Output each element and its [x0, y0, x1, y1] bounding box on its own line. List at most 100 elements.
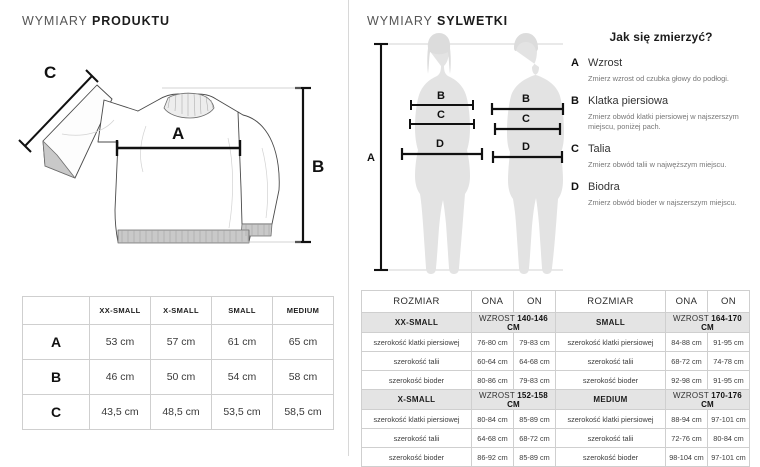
male-silhouette — [507, 33, 564, 274]
height-value: 170-176 CM — [701, 390, 742, 409]
group-size-small: SMALL — [555, 312, 666, 333]
sleeve-cuff-shape — [42, 140, 76, 179]
measure-on-hips-xs: 85-89 cm — [513, 447, 556, 467]
female-dimension-c — [409, 119, 475, 129]
group-header-row: X-SMALL WZROST 152-158 CM MEDIUM WZROST … — [361, 389, 750, 410]
sweater-left-shoulder-line — [97, 99, 139, 143]
male-dimension-d — [491, 151, 564, 163]
cell-a-small: 61 cm — [211, 324, 273, 360]
body-title-regular: WYMIARY — [367, 14, 437, 28]
guide-letter-a: A — [571, 57, 579, 69]
guide-letter-b: B — [571, 95, 579, 107]
cell-a-medium: 65 cm — [272, 324, 334, 360]
measure-on-waist-xs: 68-72 cm — [513, 428, 556, 448]
height-value: 140-146 CM — [507, 313, 548, 332]
guide-item-d: D Biodra Zmierz obwód bioder w najszersz… — [571, 181, 751, 208]
group-height-x-small: WZROST 152-158 CM — [471, 389, 556, 410]
column-header-rozmiar-right: ROZMIAR — [555, 290, 666, 313]
table-header-row: XX-SMALL X-SMALL SMALL MEDIUM — [22, 296, 334, 325]
measure-label-chest-xs: szerokość klatki piersiowej — [361, 409, 472, 429]
dimension-line-a-height — [374, 42, 388, 272]
guide-desc-a: Zmierz wzrost od czubka głowy do podłogi… — [588, 74, 729, 83]
column-header-ona-left: ONA — [471, 290, 514, 313]
column-header-ona-right: ONA — [665, 290, 708, 313]
guide-item-c: C Talia Zmierz obwód talii w najwęższym … — [571, 143, 751, 170]
measure-on-waist-m: 80-84 cm — [707, 428, 750, 448]
guide-desc-b: Zmierz obwód klatki piersiowej w najszer… — [588, 112, 739, 131]
cell-c-xx-small: 43,5 cm — [89, 394, 151, 430]
table-row: szerokość klatki piersiowej 80-84 cm 85-… — [361, 409, 750, 429]
group-size-xx-small: XX-SMALL — [361, 312, 472, 333]
measure-ona-chest-xxs: 76-80 cm — [471, 332, 514, 352]
group-height-small: WZROST 164-170 CM — [665, 312, 750, 333]
how-to-measure-title: Jak się zmierzyć? — [609, 30, 713, 44]
measure-ona-chest-m: 88-94 cm — [665, 409, 708, 429]
measure-on-hips-s: 91-95 cm — [707, 370, 750, 390]
measure-label-waist-xxs: szerokość talii — [361, 351, 472, 371]
column-header-rozmiar-left: ROZMIAR — [361, 290, 472, 313]
group-height-xx-small: WZROST 140-146 CM — [471, 312, 556, 333]
table-row: szerokość talii 64-68 cm 68-72 cm szerok… — [361, 428, 750, 448]
measure-ona-chest-s: 84-88 cm — [665, 332, 708, 352]
guide-name-a: Wzrost — [588, 57, 623, 69]
product-size-table: XX-SMALL X-SMALL SMALL MEDIUM A 53 cm 57… — [22, 296, 334, 430]
row-label-b: B — [22, 359, 90, 395]
cell-c-x-small: 48,5 cm — [150, 394, 212, 430]
row-label-a: A — [22, 324, 90, 360]
dimension-label-a-height: A — [367, 152, 375, 164]
measure-ona-hips-s: 92-98 cm — [665, 370, 708, 390]
male-dimension-b — [490, 103, 565, 115]
measure-ona-hips-xxs: 80-86 cm — [471, 370, 514, 390]
product-dimensions-panel: WYMIARY PRODUKTU — [0, 0, 348, 456]
group-header-row: XX-SMALL WZROST 140-146 CM SMALL WZROST … — [361, 312, 750, 333]
dimension-extension-lines — [162, 87, 301, 243]
male-label-b: B — [522, 93, 530, 105]
guide-desc-c: Zmierz obwód talii w najwęższym miejscu. — [588, 160, 727, 169]
height-prefix: WZROST — [479, 390, 518, 400]
female-label-d: D — [436, 138, 444, 150]
dimension-line-c — [18, 69, 99, 153]
group-height-medium: WZROST 170-176 CM — [665, 389, 750, 410]
dimension-line-a — [115, 140, 242, 156]
dimension-line-b — [295, 86, 311, 244]
dimension-label-b: B — [312, 157, 324, 176]
measure-on-chest-m: 97-101 cm — [707, 409, 750, 429]
measure-ona-waist-m: 72-76 cm — [665, 428, 708, 448]
body-silhouettes-illustration: A B — [367, 33, 565, 274]
male-dimension-c — [493, 123, 562, 135]
measure-on-chest-s: 91-95 cm — [707, 332, 750, 352]
column-header-x-small: X-SMALL — [150, 296, 212, 325]
measure-ona-hips-m: 98-104 cm — [665, 447, 708, 467]
measure-on-hips-m: 97-101 cm — [707, 447, 750, 467]
body-title-bold: SYLWETKI — [436, 14, 509, 28]
table-row: A 53 cm 57 cm 61 cm 65 cm — [22, 324, 334, 360]
column-header-xx-small: XX-SMALL — [89, 296, 151, 325]
table-row: B 46 cm 50 cm 54 cm 58 cm — [22, 359, 334, 395]
table-row: szerokość bioder 86-92 cm 85-89 cm szero… — [361, 447, 750, 467]
measure-on-chest-xxs: 79-83 cm — [513, 332, 556, 352]
table-row: szerokość bioder 80-86 cm 79-83 cm szero… — [361, 370, 750, 390]
guide-letter-d: D — [571, 181, 579, 193]
measure-on-chest-xs: 85-89 cm — [513, 409, 556, 429]
guide-letter-c: C — [571, 143, 579, 155]
cell-b-small: 54 cm — [211, 359, 273, 395]
dimension-label-a: A — [172, 124, 184, 143]
measure-label-waist-m: szerokość talii — [555, 428, 666, 448]
height-prefix: WZROST — [673, 390, 712, 400]
male-label-d: D — [522, 141, 530, 153]
table-header-row: ROZMIAR ONA ON ROZMIAR ONA ON — [361, 290, 750, 313]
cell-c-small: 53,5 cm — [211, 394, 273, 430]
page-title-product: WYMIARY PRODUKTU — [22, 14, 170, 28]
female-label-c: C — [437, 109, 445, 121]
fabric-folds — [61, 119, 268, 229]
collar-texture — [167, 92, 214, 117]
row-label-c: C — [22, 394, 90, 430]
page-title-body: WYMIARY SYLWETKI — [367, 14, 508, 28]
guide-body-b: Klatka piersiowa Zmierz obwód klatki pie… — [588, 95, 751, 132]
table-row: szerokość klatki piersiowej 76-80 cm 79-… — [361, 332, 750, 352]
guide-name-d: Biodra — [588, 181, 620, 193]
guide-name-c: Talia — [588, 143, 611, 155]
group-size-medium: MEDIUM — [555, 389, 666, 410]
measure-label-hips-s: szerokość bioder — [555, 370, 666, 390]
